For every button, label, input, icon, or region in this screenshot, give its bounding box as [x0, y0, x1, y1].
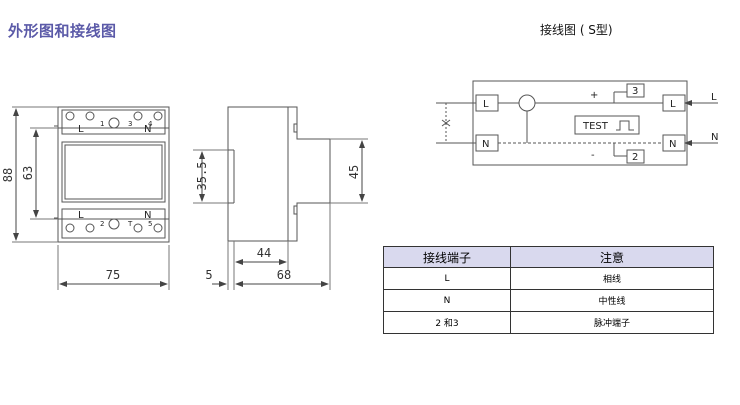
dim-height-inner: 63	[21, 166, 35, 180]
front-view	[12, 106, 170, 290]
wiring-out-n: N	[669, 139, 676, 150]
front-top-small-3: 3	[128, 120, 132, 128]
terminal-table: 接线端子 注意 L 相线 N 中性线 2 和3 脉冲端子	[383, 246, 714, 334]
dim-width: 75	[106, 268, 120, 282]
wiring-out-l: L	[670, 99, 676, 110]
table-cell: 相线	[510, 267, 714, 290]
wiring-diagram-title: 接线图 ( S型)	[540, 23, 613, 37]
wiring-test-label: TEST	[582, 121, 609, 132]
table-cell: 2 和3	[383, 311, 511, 334]
wiring-plus: +	[590, 90, 598, 101]
dim-offset: 5	[205, 268, 212, 282]
front-top-label-n: N	[144, 124, 151, 135]
wiring-minus: -	[591, 150, 595, 161]
dim-right-height: 45	[347, 165, 361, 179]
dim-depth: 68	[277, 268, 291, 282]
table-cell: 脉冲端子	[510, 311, 714, 334]
table-header-row: 接线端子 注意	[383, 246, 714, 268]
table-cell: 中性线	[510, 289, 714, 312]
wiring-arrow-l: L	[711, 92, 717, 103]
dim-bottom-inner: 44	[257, 246, 271, 260]
front-bottom-label-n: N	[144, 210, 151, 221]
front-bottom-small-2: 2	[100, 220, 104, 228]
wiring-diagram	[436, 80, 718, 166]
dim-height-outer: 88	[1, 168, 15, 182]
table-cell: N	[383, 289, 511, 312]
table-row: 2 和3 脉冲端子	[383, 311, 714, 334]
front-bottom-label-l: L	[78, 210, 84, 221]
wiring-in-n: N	[482, 139, 489, 150]
wiring-terminal-2: 2	[632, 152, 638, 163]
table-header: 注意	[510, 246, 714, 268]
wiring-in-l: L	[483, 99, 489, 110]
front-top-label-l: L	[78, 124, 84, 135]
wiring-terminal-3: 3	[632, 86, 638, 97]
table-row: N 中性线	[383, 289, 714, 312]
wiring-arrow-n: N	[711, 132, 718, 143]
front-top-small-4: 4	[148, 120, 153, 128]
side-view	[193, 106, 368, 290]
table-cell: L	[383, 267, 511, 290]
dim-left-height: 35.5	[195, 162, 209, 191]
front-top-small-1: 1	[100, 120, 104, 128]
front-bottom-small-t: T	[127, 220, 133, 228]
front-bottom-small-5: 5	[148, 220, 152, 228]
table-header: 接线端子	[383, 246, 511, 268]
section-title: 外形图和接线图	[8, 22, 117, 40]
table-row: L 相线	[383, 267, 714, 290]
